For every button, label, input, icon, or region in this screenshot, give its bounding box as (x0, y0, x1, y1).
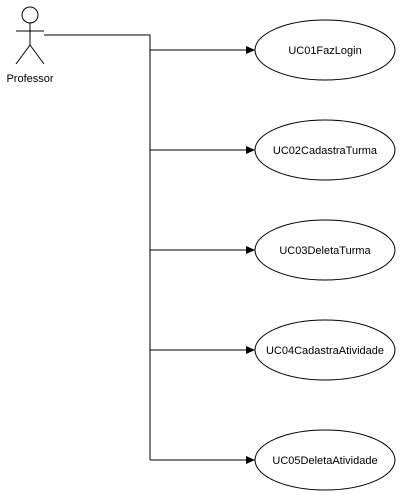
use-case-uc01[interactable]: UC01FazLogin (254, 19, 396, 81)
actor-professor[interactable]: Professor (6, 6, 54, 85)
use-case-ellipse (254, 429, 396, 491)
use-case-ellipse (254, 19, 396, 81)
use-case-ellipse (254, 119, 396, 181)
use-case-label: UC04CadastraAtividade (266, 345, 384, 357)
use-case-label: UC05DeletaAtividade (272, 455, 377, 467)
use-case-label: UC01FazLogin (288, 45, 361, 57)
actor-label: Professor (6, 73, 53, 85)
use-case-label: UC02CadastraTurma (273, 145, 378, 157)
use-case-uc02[interactable]: UC02CadastraTurma (254, 119, 396, 181)
use-case-ellipse (254, 319, 396, 381)
use-case-ellipse (254, 219, 396, 281)
connector-trunk (44, 34, 151, 460)
actor-head (21, 6, 39, 24)
actor-right-leg (29, 44, 45, 65)
use-case-uc04[interactable]: UC04CadastraAtividade (254, 319, 396, 381)
use-case-uc05[interactable]: UC05DeletaAtividade (254, 429, 396, 491)
actor-left-leg (15, 44, 31, 65)
use-case-uc03[interactable]: UC03DeletaTurma (254, 219, 396, 281)
connectors (44, 34, 255, 464)
use-case-label: UC03DeletaTurma (279, 245, 371, 257)
